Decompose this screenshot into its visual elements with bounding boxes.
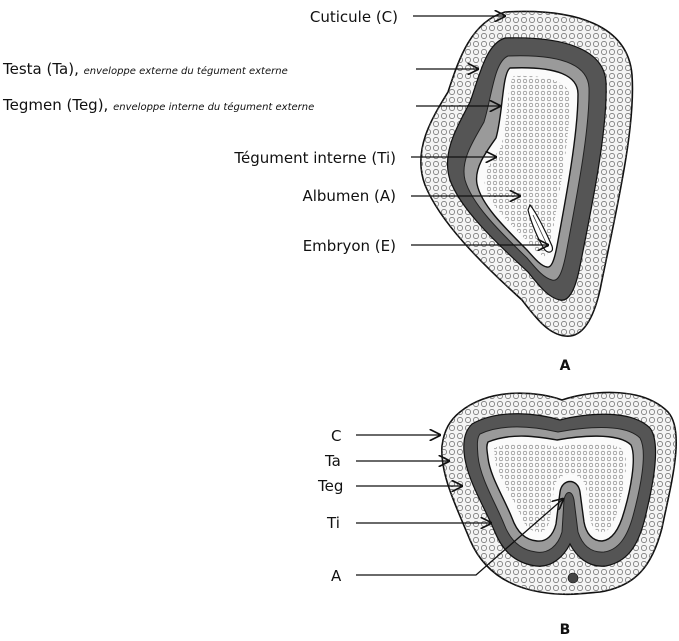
label-tegmen: Tegmen (Teg), enveloppe interne du tégum…: [2, 96, 314, 114]
label-ta: Ta: [324, 452, 341, 470]
label-a: A: [331, 567, 342, 585]
label-tegument-interne: Tégument interne (Ti): [233, 149, 396, 167]
label-teg: Teg: [317, 477, 343, 495]
label-cuticule: Cuticule (C): [310, 8, 398, 26]
panel-label-b: B: [560, 622, 571, 638]
label-testa: Testa (Ta), enveloppe externe du tégumen…: [2, 60, 288, 78]
label-embryon: Embryon (E): [303, 237, 396, 255]
label-albumen: Albumen (A): [302, 187, 396, 205]
panel-label-a: A: [560, 358, 571, 374]
label-c: C: [331, 427, 341, 445]
seed-a-drawing: [421, 11, 633, 336]
label-ti: Ti: [326, 514, 340, 532]
seed-b-drawing: [442, 392, 676, 594]
